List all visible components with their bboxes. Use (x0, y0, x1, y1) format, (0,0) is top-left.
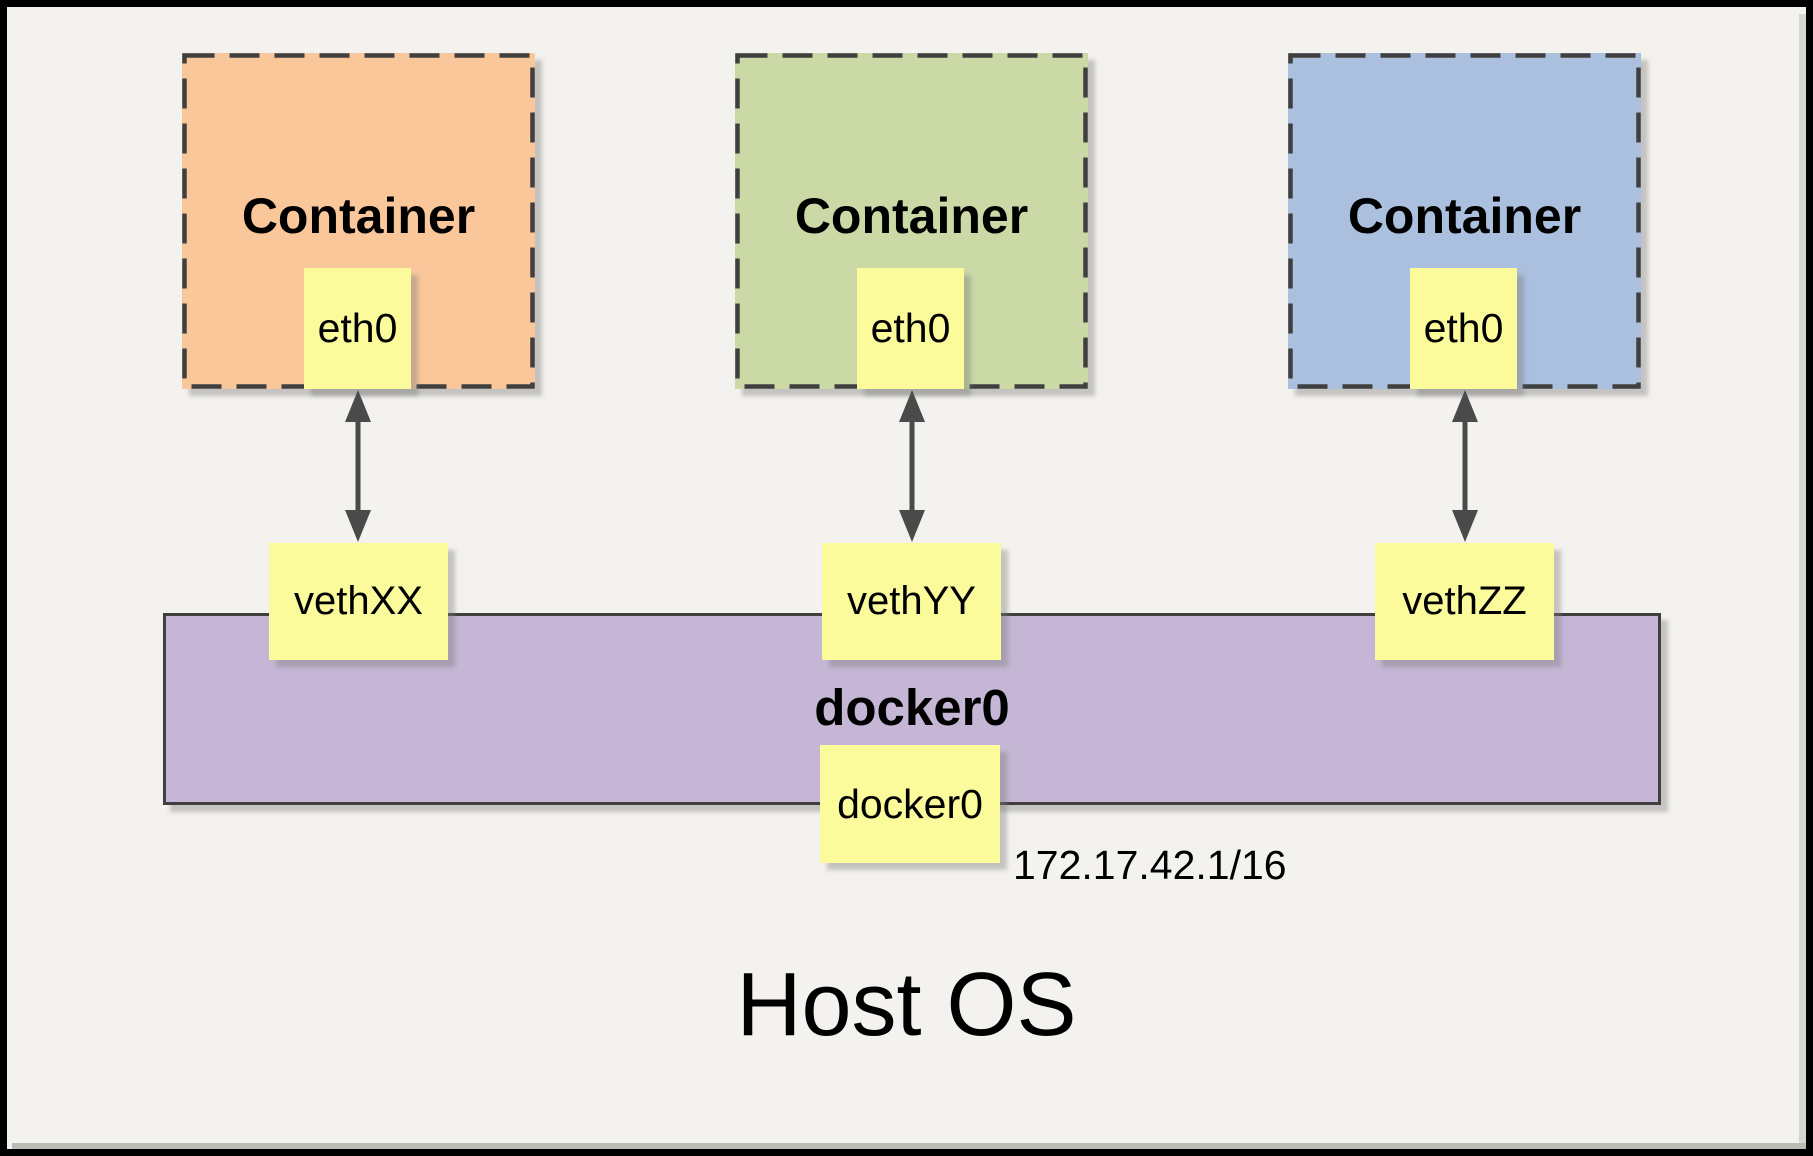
page-shadow-right (1799, 14, 1806, 1151)
eth0-box-2: eth0 (857, 268, 964, 389)
docker0-interface-label: docker0 (837, 780, 983, 827)
container-3-label: Container (1347, 188, 1582, 244)
bidirectional-arrow-2 (899, 390, 925, 542)
container-box-3: Container eth0 (1288, 53, 1641, 389)
docker0-bridge-label: docker0 (814, 679, 1010, 736)
eth0-label-2: eth0 (870, 305, 951, 351)
container-box-2: Container eth0 (735, 53, 1088, 389)
eth0-label-1: eth0 (317, 305, 398, 351)
docker0-interface-box: docker0 (820, 745, 1000, 863)
eth0-box-3: eth0 (1410, 268, 1517, 389)
ip-address-label: 172.17.42.1/16 (1013, 842, 1287, 888)
veth-box-2: vethYY (822, 543, 1001, 660)
bidirectional-arrow-1 (345, 390, 371, 542)
container-1-dashed-border (182, 53, 535, 389)
veth-box-3: vethZZ (1375, 543, 1554, 660)
container-2-dashed-border (735, 53, 1088, 389)
container-1-label: Container (241, 188, 476, 244)
container-box-1: Container eth0 (182, 53, 535, 389)
page-shadow-bottom (12, 1143, 1806, 1151)
veth-label-3: vethZZ (1402, 579, 1527, 623)
container-3-dashed-border (1288, 53, 1641, 389)
veth-label-2: vethYY (847, 579, 976, 623)
host-os-label: Host OS (736, 955, 1077, 1055)
eth0-label-3: eth0 (1423, 305, 1504, 351)
veth-box-1: vethXX (269, 543, 448, 660)
veth-label-1: vethXX (294, 579, 423, 623)
bidirectional-arrow-3 (1452, 390, 1478, 542)
eth0-box-1: eth0 (304, 268, 411, 389)
container-2-label: Container (794, 188, 1029, 244)
